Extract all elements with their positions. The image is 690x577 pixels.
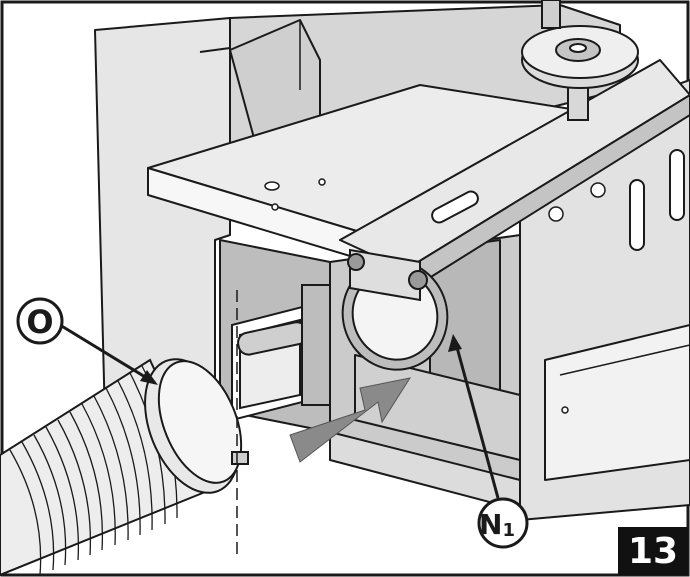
callout-circle-flange — [477, 497, 529, 549]
callout-label-hose: O — [26, 303, 53, 341]
flange-ring — [341, 248, 449, 371]
lever-handle — [231, 284, 331, 422]
callout-label-flange: N1 — [479, 508, 515, 541]
insertion-arrow — [289, 377, 412, 463]
callout-leader-flange — [453, 339, 500, 499]
support-rail — [339, 59, 690, 291]
leader-arrowhead-hose — [140, 370, 158, 385]
callout-leader-hose — [59, 323, 156, 385]
handwheel — [521, 0, 639, 121]
flexible-hose — [0, 358, 249, 577]
callout-subscript-flange: 1 — [502, 520, 515, 541]
callout-circle-hose — [16, 297, 64, 345]
callout-letter-flange: N — [479, 508, 502, 541]
leader-arrowhead-flange — [448, 334, 462, 352]
step-number-badge: 13 — [618, 527, 688, 575]
